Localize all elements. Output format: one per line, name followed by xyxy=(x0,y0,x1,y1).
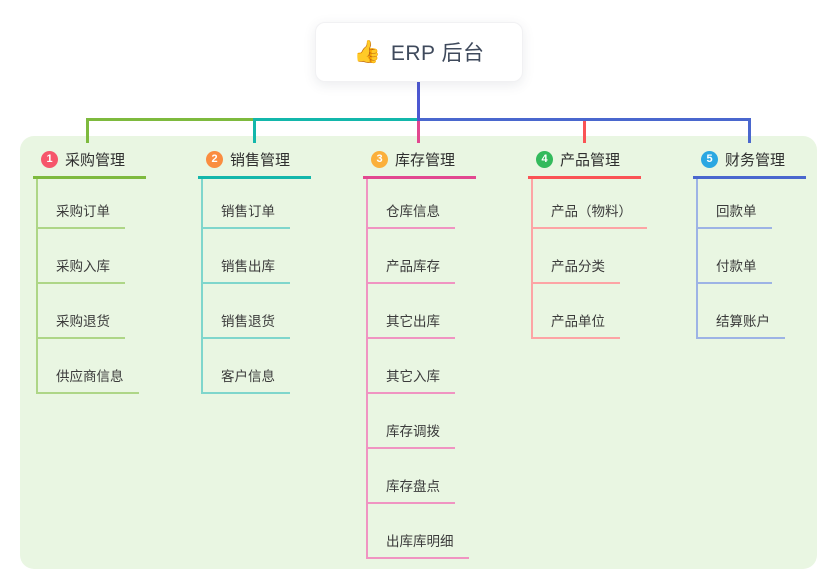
branch-3-item-1[interactable]: 仓库信息 xyxy=(368,179,469,229)
item-label: 供应商信息 xyxy=(38,365,139,394)
branch-2-item-4[interactable]: 客户信息 xyxy=(203,339,290,394)
branch-4-items: 产品（物料） 产品分类产品单位 xyxy=(531,179,647,339)
connector-drop-branch-1 xyxy=(86,118,89,143)
branch-1-items: 采购订单采购入库采购退货供应商信息 xyxy=(36,179,139,394)
branch-2-items: 销售订单销售出库销售退货客户信息 xyxy=(201,179,290,394)
branch-number-badge: 1 xyxy=(41,151,58,168)
branch-number-badge: 3 xyxy=(371,151,388,168)
branch-label: 产品管理 xyxy=(560,152,621,169)
connector-drop-branch-5 xyxy=(748,118,751,143)
branch-number-badge: 2 xyxy=(206,151,223,168)
branch-5: 5 财务管理 回款单付款单结算账户 xyxy=(693,146,839,339)
item-label: 其它入库 xyxy=(368,365,455,394)
branch-number-badge: 4 xyxy=(536,151,553,168)
branch-header[interactable]: 3 库存管理 xyxy=(363,146,476,179)
branches-panel xyxy=(20,136,817,569)
item-label: 库存盘点 xyxy=(368,475,455,504)
connector-drop-branch-4 xyxy=(583,121,586,143)
connector-drop-branch-3 xyxy=(417,121,420,143)
item-label: 出库库明细 xyxy=(368,530,469,559)
branch-3-item-5[interactable]: 库存调拨 xyxy=(368,394,469,449)
branch-3-item-4[interactable]: 其它入库 xyxy=(368,339,469,394)
item-label: 结算账户 xyxy=(698,310,785,339)
root-node[interactable]: 👍 ERP 后台 xyxy=(315,22,523,82)
branch-label: 财务管理 xyxy=(725,152,786,169)
item-label: 仓库信息 xyxy=(368,200,455,229)
branch-4: 4 产品管理 产品（物料） 产品分类产品单位 xyxy=(528,146,678,339)
item-label: 产品（物料） xyxy=(533,200,647,229)
item-label: 回款单 xyxy=(698,200,772,229)
branch-1-item-4[interactable]: 供应商信息 xyxy=(38,339,139,394)
branch-header[interactable]: 1 采购管理 xyxy=(33,146,146,179)
item-label: 采购订单 xyxy=(38,200,125,229)
branch-1-item-2[interactable]: 采购入库 xyxy=(38,229,139,284)
branch-label: 销售管理 xyxy=(230,152,291,169)
branch-number-badge: 5 xyxy=(701,151,718,168)
branch-1-item-3[interactable]: 采购退货 xyxy=(38,284,139,339)
item-label: 产品分类 xyxy=(533,255,620,284)
branch-2-item-3[interactable]: 销售退货 xyxy=(203,284,290,339)
item-label: 采购退货 xyxy=(38,310,125,339)
branch-5-items: 回款单付款单结算账户 xyxy=(696,179,785,339)
connector-h-branch-1 xyxy=(86,118,253,121)
branch-header[interactable]: 5 财务管理 xyxy=(693,146,806,179)
item-label: 付款单 xyxy=(698,255,772,284)
branch-3-item-6[interactable]: 库存盘点 xyxy=(368,449,469,504)
branch-4-item-3[interactable]: 产品单位 xyxy=(533,284,647,339)
item-label: 采购入库 xyxy=(38,255,125,284)
branch-label: 采购管理 xyxy=(65,152,126,169)
branch-4-item-2[interactable]: 产品分类 xyxy=(533,229,647,284)
branch-header[interactable]: 4 产品管理 xyxy=(528,146,641,179)
item-label: 销售退货 xyxy=(203,310,290,339)
connector-h-right xyxy=(420,118,751,121)
branch-5-item-1[interactable]: 回款单 xyxy=(698,179,785,229)
branch-1-item-1[interactable]: 采购订单 xyxy=(38,179,139,229)
root-connector-line xyxy=(417,82,420,121)
branch-5-item-3[interactable]: 结算账户 xyxy=(698,284,785,339)
branch-2: 2 销售管理 销售订单销售出库销售退货客户信息 xyxy=(198,146,348,394)
branch-5-item-2[interactable]: 付款单 xyxy=(698,229,785,284)
branch-1: 1 采购管理 采购订单采购入库采购退货供应商信息 xyxy=(33,146,183,394)
thumbs-up-icon: 👍 xyxy=(353,39,381,64)
connector-h-branch-2 xyxy=(253,118,417,121)
item-label: 产品单位 xyxy=(533,310,620,339)
connector-drop-branch-2 xyxy=(253,118,256,143)
root-label: ERP 后台 xyxy=(390,42,485,65)
branch-3-item-2[interactable]: 产品库存 xyxy=(368,229,469,284)
item-label: 其它出库 xyxy=(368,310,455,339)
branch-2-item-2[interactable]: 销售出库 xyxy=(203,229,290,284)
branch-2-item-1[interactable]: 销售订单 xyxy=(203,179,290,229)
item-label: 销售出库 xyxy=(203,255,290,284)
branch-3-item-3[interactable]: 其它出库 xyxy=(368,284,469,339)
branch-label: 库存管理 xyxy=(395,152,456,169)
branch-header[interactable]: 2 销售管理 xyxy=(198,146,311,179)
branch-3-item-7[interactable]: 出库库明细 xyxy=(368,504,469,559)
item-label: 库存调拨 xyxy=(368,420,455,449)
branch-3-items: 仓库信息产品库存其它出库其它入库库存调拨库存盘点出库库明细 xyxy=(366,179,469,559)
branch-3: 3 库存管理 仓库信息产品库存其它出库其它入库库存调拨库存盘点出库库明细 xyxy=(363,146,513,559)
item-label: 销售订单 xyxy=(203,200,290,229)
item-label: 产品库存 xyxy=(368,255,455,284)
branch-4-item-1[interactable]: 产品（物料） xyxy=(533,179,647,229)
item-label: 客户信息 xyxy=(203,365,290,394)
